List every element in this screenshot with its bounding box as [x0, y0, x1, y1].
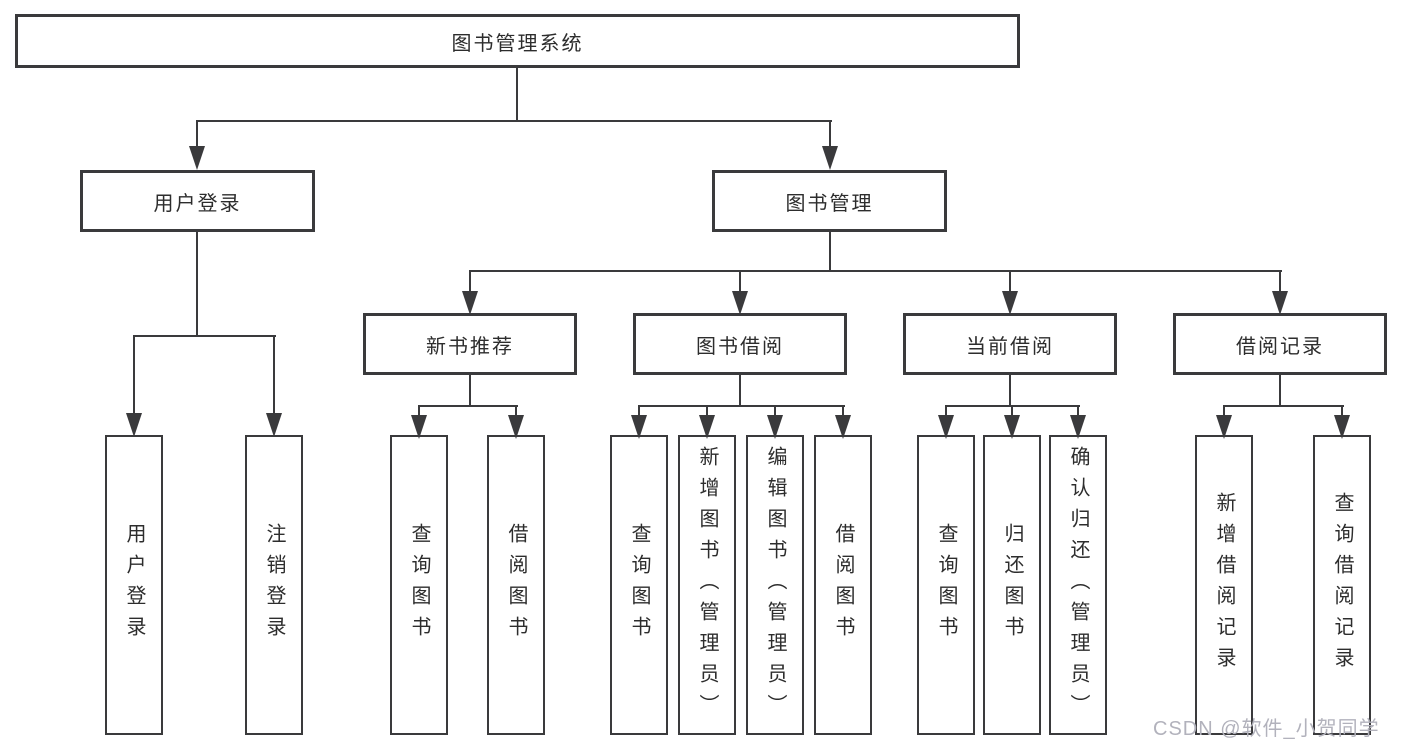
leaf-query-borrow-record: 查询借阅记录 [1313, 435, 1371, 735]
leaf-edit-book-admin: 编辑图书（管理员） [746, 435, 804, 735]
arrowhead-borrow-records [1272, 291, 1288, 315]
connector-g1-bar [418, 405, 518, 407]
leaf-logout: 注销登录 [245, 435, 303, 735]
connector-user-login-bar [133, 335, 276, 337]
leaf-borrow-books-recommend: 借阅图书 [487, 435, 545, 735]
connector-g3-stem-3 [1077, 405, 1079, 421]
arrowhead-book-management [822, 146, 838, 170]
arrowhead-book-borrow [732, 291, 748, 315]
connector-stem-borrow-records [1279, 270, 1281, 294]
connector-stem-current-borrow [1009, 270, 1011, 294]
connector-g2-trunk [739, 373, 741, 407]
arrowhead-g1-borrow [508, 415, 524, 439]
arrowhead-g3-return [1004, 415, 1020, 439]
node-current-borrowing: 当前借阅 [903, 313, 1117, 375]
connector-book-mgmt-bar [469, 270, 1282, 272]
connector-g1-stem-2 [515, 405, 517, 421]
connector-g2-stem-3 [774, 405, 776, 421]
node-root-library-management-system: 图书管理系统 [15, 14, 1020, 68]
connector-g3-trunk [1009, 373, 1011, 407]
connector-stem-leaf-logout [273, 335, 275, 417]
leaf-confirm-return-admin: 确认归还（管理员） [1049, 435, 1107, 735]
leaf-query-books-borrowing: 查询图书 [610, 435, 668, 735]
connector-book-mgmt-trunk [829, 230, 831, 272]
leaf-add-borrow-record: 新增借阅记录 [1195, 435, 1253, 735]
arrowhead-leaf-login [126, 413, 142, 437]
arrowhead-g2-query [631, 415, 647, 439]
connector-stem-user-login [196, 120, 198, 150]
arrowhead-leaf-logout [266, 413, 282, 437]
leaf-user-login: 用户登录 [105, 435, 163, 735]
arrowhead-g3-confirm [1070, 415, 1086, 439]
arrowhead-current-borrow [1002, 291, 1018, 315]
node-book-management: 图书管理 [712, 170, 947, 232]
arrowhead-new-book [462, 291, 478, 315]
arrowhead-user-login [189, 146, 205, 170]
arrowhead-g4-add [1216, 415, 1232, 439]
connector-g2-bar [638, 405, 845, 407]
connector-stem-book-management [829, 120, 831, 150]
node-user-login: 用户登录 [80, 170, 315, 232]
connector-g4-bar [1223, 405, 1344, 407]
connector-g2-stem-1 [638, 405, 640, 421]
connector-g4-stem-2 [1341, 405, 1343, 421]
connector-root-bar [196, 120, 832, 122]
arrowhead-g2-edit [767, 415, 783, 439]
connector-g2-stem-4 [842, 405, 844, 421]
csdn-watermark: CSDN @软件_小贺同学 [1153, 718, 1380, 740]
arrowhead-g4-query [1334, 415, 1350, 439]
node-book-borrowing: 图书借阅 [633, 313, 847, 375]
leaf-return-books: 归还图书 [983, 435, 1041, 735]
connector-stem-new-book [469, 270, 471, 294]
connector-g4-stem-1 [1223, 405, 1225, 421]
arrowhead-g2-add [699, 415, 715, 439]
arrowhead-g1-query [411, 415, 427, 439]
arrowhead-g3-query [938, 415, 954, 439]
connector-g4-trunk [1279, 373, 1281, 407]
connector-stem-book-borrow [739, 270, 741, 294]
leaf-query-books-current: 查询图书 [917, 435, 975, 735]
node-borrowing-records: 借阅记录 [1173, 313, 1387, 375]
connector-g1-stem-1 [418, 405, 420, 421]
connector-root-trunk [516, 66, 518, 122]
node-new-book-recommend: 新书推荐 [363, 313, 577, 375]
connector-g3-stem-2 [1011, 405, 1013, 421]
arrowhead-g2-borrow [835, 415, 851, 439]
connector-g2-stem-2 [706, 405, 708, 421]
connector-g1-trunk [469, 373, 471, 407]
connector-stem-leaf-login [133, 335, 135, 417]
leaf-query-books-recommend: 查询图书 [390, 435, 448, 735]
connector-user-login-trunk [196, 230, 198, 337]
leaf-add-book-admin: 新增图书（管理员） [678, 435, 736, 735]
connector-g3-stem-1 [945, 405, 947, 421]
leaf-borrow-books: 借阅图书 [814, 435, 872, 735]
